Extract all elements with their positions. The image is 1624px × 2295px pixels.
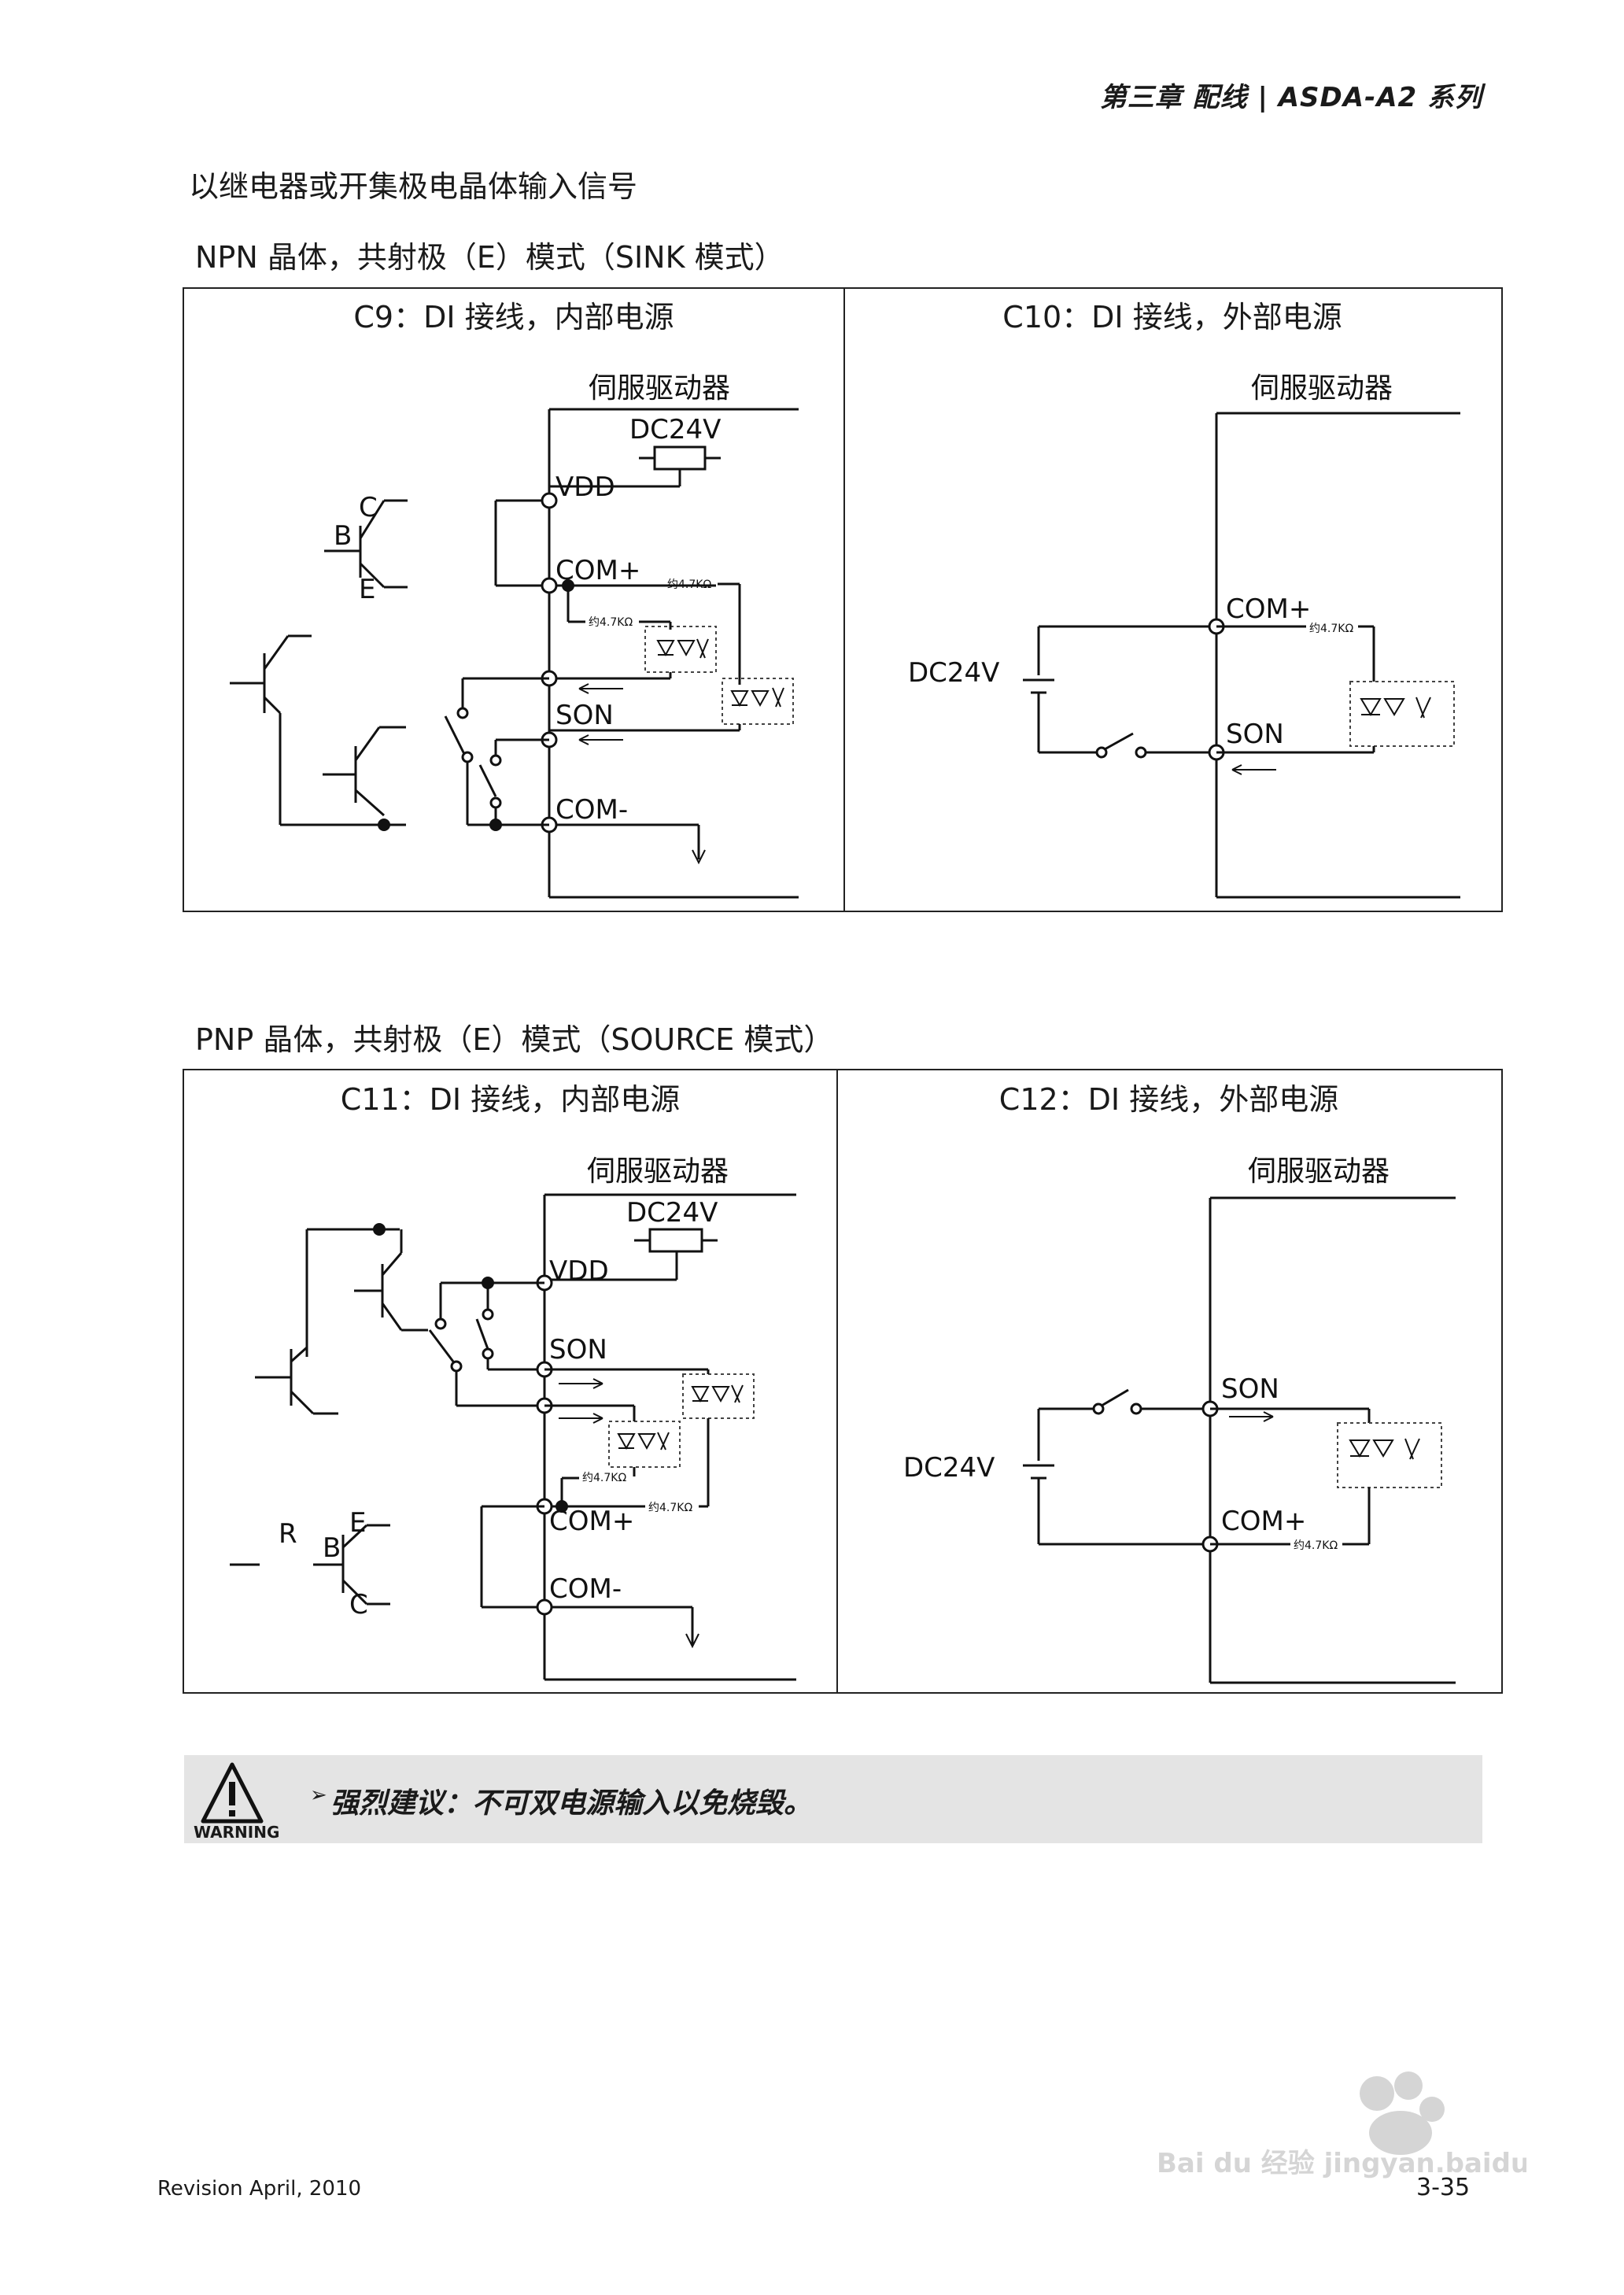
cell-title-c12: C12：DI 接线，外部电源 (998, 1082, 1339, 1117)
diagram-c9: 伺服驱动器 DC24V VDD COM+ 约4.7KΩ 约4.7KΩ (230, 372, 799, 899)
c9-son-label: SON (555, 700, 614, 731)
diagram-c12: 伺服驱动器 SON DC24V COM+ 约4.7KΩ (903, 1155, 1456, 1684)
watermark-text: Bai du 经验 jingyan.baidu.com (1157, 2148, 1526, 2179)
c11-r-label: R (279, 1518, 297, 1550)
diagram-c10: 伺服驱动器 COM+ 约4.7KΩ DC24V SON (908, 372, 1460, 899)
c9-com-minus-label: COM- (555, 794, 628, 826)
c9-resistor-2: 约4.7KΩ (667, 578, 711, 591)
c9-e-label: E (359, 574, 375, 605)
footer-page-number: 3-35 (1416, 2174, 1471, 2201)
c9-c-label: C (359, 492, 378, 523)
cell-title-c10: C10：DI 接线，外部电源 (1002, 300, 1342, 334)
c12-com-plus-label: COM+ (1221, 1506, 1306, 1537)
pnp-table (183, 1069, 1503, 1694)
footer-revision: Revision April, 2010 (157, 2177, 362, 2201)
section-title-npn: NPN 晶体，共射极（E）模式（SINK 模式） (195, 240, 784, 275)
c11-com-plus-label: COM+ (549, 1506, 634, 1537)
c11-son-label: SON (549, 1334, 607, 1366)
c11-servo-label: 伺服驱动器 (587, 1155, 729, 1188)
warning-label: WARNING (194, 1823, 280, 1842)
warning-icon (201, 1762, 264, 1824)
c12-servo-label: 伺服驱动器 (1248, 1155, 1390, 1188)
c9-dc24v-label: DC24V (629, 414, 721, 445)
warning-box (184, 1755, 1482, 1843)
c11-resistor-2: 约4.7KΩ (648, 1502, 692, 1514)
c10-son-label: SON (1226, 719, 1284, 750)
c11-c-label: C (349, 1589, 368, 1621)
c12-son-label: SON (1221, 1373, 1279, 1405)
c9-servo-label: 伺服驱动器 (589, 372, 730, 405)
section-title-pnp: PNP 晶体，共射极（E）模式（SOURCE 模式） (195, 1022, 834, 1057)
warning-text: 强烈建议：不可双电源输入以免烧毁。 (330, 1787, 813, 1820)
npn-divider (843, 287, 845, 911)
cell-title-c11: C11：DI 接线，内部电源 (340, 1082, 681, 1117)
baidu-watermark-logo: Bai du 经验 jingyan.baidu.com (1157, 2071, 1526, 2179)
c12-resistor: 约4.7KΩ (1294, 1539, 1338, 1552)
cell-title-c9: C9：DI 接线，内部电源 (353, 300, 674, 334)
c10-dc24v-label: DC24V (908, 657, 999, 689)
c11-resistor-1: 约4.7KΩ (582, 1472, 626, 1484)
c11-vdd-label: VDD (549, 1255, 609, 1287)
npn-table (183, 287, 1503, 912)
c11-e-label: E (349, 1507, 366, 1539)
intro-text: 以继电器或开集极电晶体输入信号 (189, 169, 638, 204)
c11-dc24v-label: DC24V (626, 1197, 718, 1229)
diagram-c11: 伺服驱动器 DC24V VDD SON (230, 1155, 796, 1681)
pnp-divider (836, 1069, 838, 1692)
c11-b-label: B (323, 1532, 341, 1564)
c9-b-label: B (334, 520, 352, 552)
c10-servo-label: 伺服驱动器 (1251, 372, 1393, 405)
bullet-arrow-icon: ➢ (310, 1783, 327, 1807)
c9-vdd-label: VDD (555, 471, 615, 503)
c10-resistor: 约4.7KΩ (1309, 623, 1353, 635)
chapter-header: 第三章 配线 | ASDA-A2 系列 (1099, 82, 1482, 113)
c9-resistor-1: 约4.7KΩ (589, 616, 633, 629)
c10-com-plus-label: COM+ (1226, 593, 1311, 625)
c11-com-minus-label: COM- (549, 1573, 622, 1605)
c12-dc24v-label: DC24V (903, 1452, 995, 1484)
